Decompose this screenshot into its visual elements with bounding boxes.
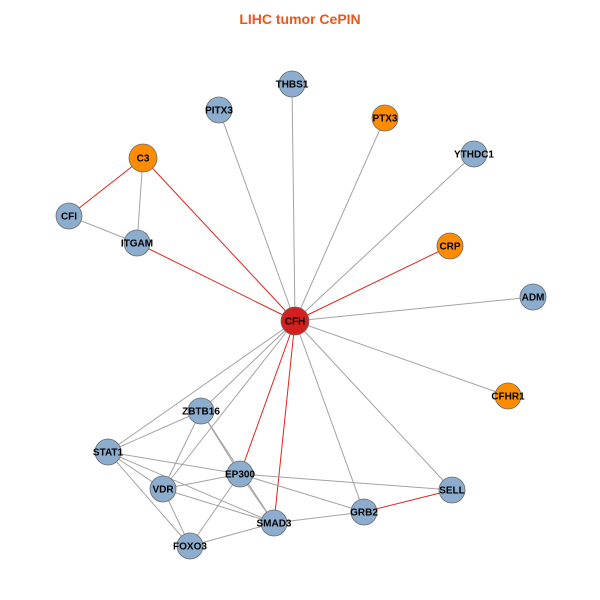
edge-C3-CFI (68, 157, 144, 217)
edge-ZBTB16-STAT1 (107, 410, 202, 453)
node-circle-ADM (519, 283, 547, 311)
edge-EP300-FOXO3 (189, 473, 241, 547)
node-CFH: CFH (280, 306, 310, 336)
edge-CFH-PITX3 (218, 109, 296, 322)
node-circle-THBS1 (278, 70, 306, 98)
edge-CFH-THBS1 (291, 83, 296, 322)
node-circle-GRB2 (350, 498, 378, 526)
node-SMAD3: SMAD3 (256, 509, 292, 537)
edge-CFH-ADM (294, 296, 534, 322)
node-circle-FOXO3 (176, 532, 204, 560)
node-STAT1: STAT1 (93, 438, 124, 466)
node-FOXO3: FOXO3 (173, 532, 207, 560)
node-circle-ITGAM (123, 229, 151, 257)
edge-SMAD3-GRB2 (273, 511, 365, 524)
node-ITGAM: ITGAM (121, 229, 153, 257)
edge-CFH-YTHDC1 (294, 153, 475, 322)
edge-CFH-STAT1 (107, 320, 296, 453)
node-circle-CRP (436, 232, 464, 260)
edge-VDR-SMAD3 (162, 488, 275, 524)
edge-CFH-CRP (294, 245, 451, 322)
node-SELL: SELL (438, 476, 466, 504)
node-circle-CFH (280, 306, 310, 336)
edge-ZBTB16-VDR (162, 410, 202, 490)
edge-CFH-C3 (142, 157, 296, 322)
node-EP300: EP300 (225, 460, 255, 488)
node-CFI: CFI (55, 202, 83, 230)
node-circle-PTX3 (371, 104, 399, 132)
node-PTX3: PTX3 (371, 104, 399, 132)
node-circle-SMAD3 (260, 509, 288, 537)
edge-CFH-CFHR1 (294, 320, 509, 397)
node-circle-VDR (149, 475, 177, 503)
edge-CFH-GRB2 (294, 320, 365, 513)
node-circle-EP300 (226, 460, 254, 488)
edge-STAT1-EP300 (107, 451, 241, 475)
edge-STAT1-FOXO3 (107, 451, 191, 547)
node-CFHR1: CFHR1 (491, 382, 525, 410)
node-circle-CFHR1 (494, 382, 522, 410)
edge-CFH-ITGAM (136, 242, 296, 322)
edge-CFH-SELL (294, 320, 453, 491)
edge-STAT1-SMAD3 (107, 451, 275, 524)
node-ZBTB16: ZBTB16 (182, 397, 220, 425)
node-circle-PITX3 (205, 96, 233, 124)
node-THBS1: THBS1 (276, 70, 309, 98)
node-circle-YTHDC1 (460, 140, 488, 168)
edge-EP300-SELL (239, 473, 453, 491)
node-CRP: CRP (436, 232, 464, 260)
node-ADM: ADM (519, 283, 547, 311)
edge-EP300-GRB2 (239, 473, 365, 513)
edge-CFH-SMAD3 (273, 320, 296, 524)
node-circle-C3 (128, 143, 158, 173)
edge-CFH-VDR (162, 320, 296, 490)
node-circle-ZBTB16 (187, 397, 215, 425)
edges-layer (68, 83, 534, 547)
plot-title: LIHC tumor CePIN (239, 11, 360, 27)
edge-CFH-EP300 (239, 320, 296, 475)
node-YTHDC1: YTHDC1 (454, 140, 494, 168)
node-circle-CFI (55, 202, 83, 230)
edge-SELL-GRB2 (363, 489, 453, 513)
node-circle-SELL (438, 476, 466, 504)
edge-SMAD3-FOXO3 (189, 522, 275, 547)
edge-CFH-ZBTB16 (200, 320, 296, 412)
edge-CFH-PTX3 (294, 117, 386, 322)
node-C3: C3 (128, 143, 158, 173)
node-GRB2: GRB2 (350, 498, 378, 526)
node-PITX3: PITX3 (205, 96, 233, 124)
node-circle-STAT1 (94, 438, 122, 466)
node-VDR: VDR (149, 475, 177, 503)
